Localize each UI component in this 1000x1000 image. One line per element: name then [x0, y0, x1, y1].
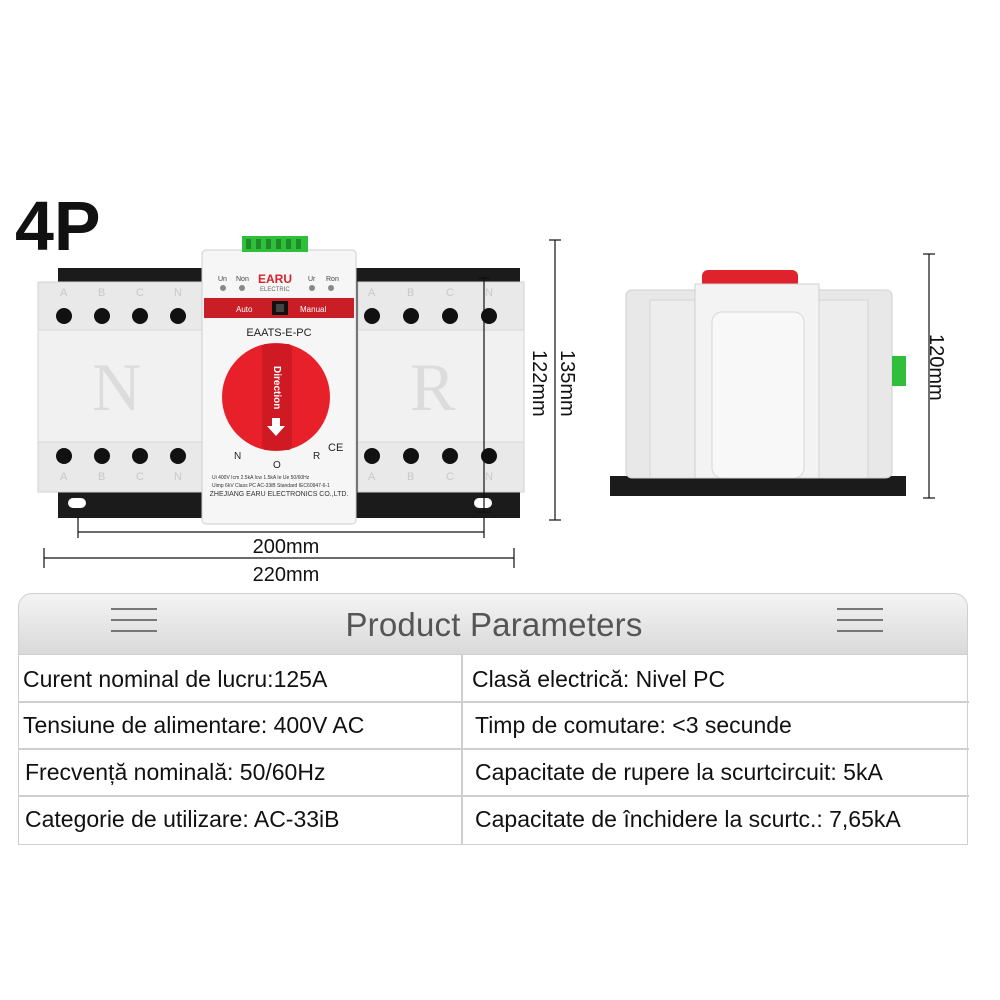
- terminal-screw: [94, 308, 110, 324]
- knob-direction-label: Direction: [271, 366, 282, 409]
- phase-label: N: [174, 471, 182, 483]
- side-letter-left: N: [92, 349, 141, 425]
- phase-label: C: [446, 287, 454, 299]
- param-right-1: Clasă electrică: Nivel PC: [472, 666, 726, 692]
- brand-sub: ELECTRIC: [260, 287, 290, 293]
- phase-label: C: [136, 471, 144, 483]
- position-r-label: R: [313, 451, 320, 462]
- parameters-header: Product Parameters: [18, 593, 968, 655]
- dim-side-height: 120mm: [925, 334, 947, 401]
- phase-label: A: [60, 287, 68, 299]
- terminal-screw: [132, 448, 148, 464]
- dim-width-inner: 200mm: [253, 536, 320, 558]
- terminal-screw: [56, 308, 72, 324]
- param-right-4: Capacitate de închidere la scurtc.: 7,65…: [475, 806, 901, 832]
- terminal-screw: [56, 448, 72, 464]
- phase-label: A: [60, 471, 68, 483]
- dimension-lines: [43, 239, 935, 568]
- phase-label: C: [136, 287, 144, 299]
- terminal-screw: [132, 308, 148, 324]
- phase-label: B: [407, 287, 414, 299]
- phase-label: C: [446, 471, 454, 483]
- phase-label: B: [98, 287, 105, 299]
- param-left-3: Frecvență nominală: 50/60Hz: [25, 759, 326, 785]
- terminal-screw: [481, 448, 497, 464]
- dim-height-inner: 122mm: [528, 350, 550, 417]
- terminal-screw: [364, 308, 380, 324]
- menu-lines-icon: [111, 608, 157, 636]
- spec-line-1: Ui 400V Icm 2.5kA Icw 1.5kA Ie Ue 50/60H…: [212, 475, 310, 481]
- indicator-led: [239, 285, 245, 291]
- parameters-title: Product Parameters: [345, 606, 643, 643]
- indicator-led: [220, 285, 226, 291]
- position-o-label: O: [273, 460, 281, 471]
- brand-logo: EARU: [258, 272, 292, 286]
- pole-label: 4P: [15, 187, 101, 265]
- terminal-screw: [442, 448, 458, 464]
- mode-manual-label: Manual: [300, 305, 326, 314]
- terminal-screw: [170, 308, 186, 324]
- phase-label: N: [485, 287, 493, 299]
- indicator-un-label: Un: [218, 276, 227, 283]
- spec-line-2: Uimp 6kV Class PC AC-33iB Standard IEC60…: [212, 483, 330, 489]
- phase-label: B: [98, 471, 105, 483]
- switch-side-view: [610, 270, 906, 496]
- phase-label: B: [407, 471, 414, 483]
- param-left-4: Categorie de utilizare: AC-33iB: [25, 806, 340, 832]
- mode-auto-label: Auto: [236, 305, 253, 314]
- indicator-led: [328, 285, 334, 291]
- phase-label: A: [368, 287, 376, 299]
- product-parameters-panel: Product Parameters Curent nominal de luc…: [18, 593, 969, 845]
- terminal-screw: [481, 308, 497, 324]
- terminal-screw: [442, 308, 458, 324]
- terminal-screw: [364, 448, 380, 464]
- param-left-2: Tensiune de alimentare: 400V AC: [23, 712, 365, 738]
- model-label: EAATS-E-PC: [246, 327, 311, 339]
- switch-front-view: N R A A B B C C N N A A B B C C N N Un Non Ur Ron: [37, 236, 525, 525]
- ce-mark: CE: [328, 442, 343, 454]
- position-n-label: N: [234, 451, 241, 462]
- phase-label: N: [485, 471, 493, 483]
- side-letter-right: R: [410, 349, 456, 425]
- dim-width-outer: 220mm: [253, 564, 320, 586]
- product-drawing: 4P N R A A B B C C N N A A B B C C N N: [15, 187, 947, 586]
- indicator-ur-label: Ur: [308, 276, 316, 283]
- terminal-screw: [403, 308, 419, 324]
- param-right-2: Timp de comutare: <3 secunde: [475, 712, 792, 738]
- indicator-non-label: Non: [236, 276, 249, 283]
- param-right-3: Capacitate de rupere la scurtcircuit: 5k…: [475, 759, 883, 785]
- terminal-screw: [170, 448, 186, 464]
- phase-label: N: [174, 287, 182, 299]
- terminal-screw: [94, 448, 110, 464]
- side-terminal-block: [892, 356, 906, 386]
- terminal-screw: [403, 448, 419, 464]
- manufacturer-label: ZHEJIANG EARU ELECTRONICS CO.,LTD.: [210, 491, 349, 498]
- indicator-led: [309, 285, 315, 291]
- param-left-1: Curent nominal de lucru:125A: [23, 666, 328, 692]
- menu-lines-icon: [837, 608, 883, 636]
- dim-height-outer: 135mm: [556, 350, 578, 417]
- indicator-ron-label: Ron: [326, 276, 339, 283]
- parameters-table: Curent nominal de lucru:125A Clasă elect…: [18, 655, 969, 845]
- phase-label: A: [368, 471, 376, 483]
